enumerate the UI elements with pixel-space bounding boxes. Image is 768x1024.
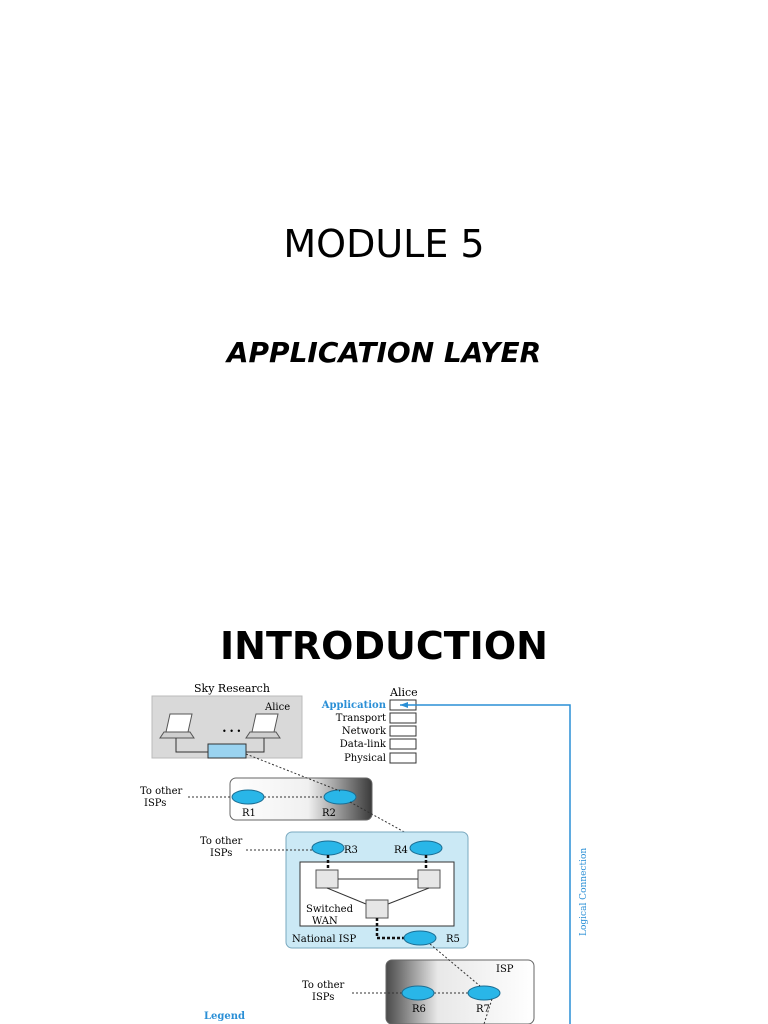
router-icon <box>311 840 345 856</box>
switch-icon <box>207 743 247 759</box>
alice-stack-label: Alice <box>389 686 418 699</box>
router-r1-label: R1 <box>242 808 256 819</box>
router-r6-label: R6 <box>412 1004 426 1015</box>
wan-switch-icon <box>365 899 389 919</box>
to-other-isps-2b: ISPs <box>210 848 232 859</box>
ellipsis: • • • <box>222 727 241 736</box>
wan-switch-icon <box>417 869 441 889</box>
to-other-isps-3b: ISPs <box>312 992 334 1003</box>
router-r4-label: R4 <box>394 845 408 856</box>
alice-laptop-label: Alice <box>264 702 290 713</box>
layer-transport: Transport <box>336 713 386 724</box>
to-other-isps-2: To other <box>200 836 242 847</box>
laptop-icon <box>159 713 195 739</box>
regional-isp-box <box>229 777 373 821</box>
layer-data-link: Data-link <box>340 739 387 750</box>
router-icon <box>409 840 443 856</box>
switched-wan-label-b: WAN <box>312 916 338 927</box>
layer-box <box>389 752 417 764</box>
router-r5-label: R5 <box>446 934 460 945</box>
router-icon <box>401 985 435 1001</box>
legend-label: Legend <box>204 1011 245 1022</box>
router-icon <box>323 789 357 805</box>
local-isp-box <box>385 959 535 1024</box>
router-r3-label: R3 <box>344 845 358 856</box>
isp-label: ISP <box>496 964 514 975</box>
national-isp-label: National ISP <box>292 934 357 945</box>
arrow-icon <box>400 702 408 708</box>
layer-physical: Physical <box>344 753 386 764</box>
layer-network: Network <box>342 726 387 737</box>
section-title: INTRODUCTION <box>220 624 548 668</box>
logical-connection-label: Logical Connection <box>579 848 589 936</box>
router-r2-label: R2 <box>322 808 336 819</box>
to-other-isps-1: To other <box>140 786 182 797</box>
router-icon <box>403 930 437 946</box>
slide-subtitle: APPLICATION LAYER <box>226 336 542 369</box>
wan-switch-icon <box>315 869 339 889</box>
layer-application: Application <box>321 700 387 711</box>
router-icon <box>231 789 265 805</box>
logical-connection-line <box>400 704 571 1024</box>
router-icon <box>467 985 501 1001</box>
to-other-isps-1b: ISPs <box>144 798 166 809</box>
sky-research-label: Sky Research <box>194 682 270 695</box>
module-title: MODULE 5 <box>283 222 485 266</box>
layer-box <box>389 738 417 750</box>
laptop-icon <box>245 713 281 739</box>
router-r7-label: R7 <box>476 1004 490 1015</box>
to-other-isps-3: To other <box>302 980 344 991</box>
layer-box <box>389 712 417 724</box>
layer-box <box>389 725 417 737</box>
switched-wan-label: Switched <box>306 904 354 915</box>
network-diagram: Sky Research Alice • • • Alice Applicati… <box>140 682 589 1024</box>
